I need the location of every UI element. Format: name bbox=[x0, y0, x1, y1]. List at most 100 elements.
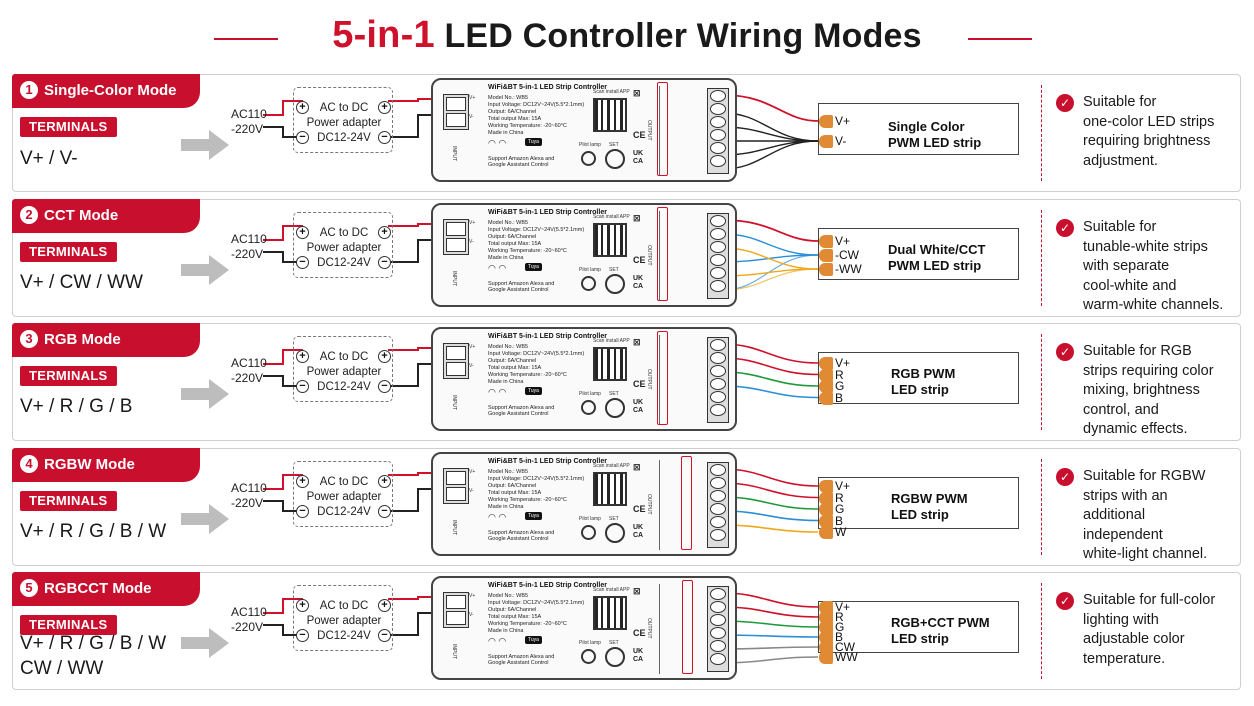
controller-made: Made in China bbox=[488, 255, 524, 261]
input-label: INPUT bbox=[451, 271, 457, 286]
strip-pin-label: G bbox=[835, 502, 845, 516]
set-button[interactable] bbox=[605, 398, 625, 418]
tuya-logo: Tuya bbox=[525, 387, 542, 395]
adapter-line1: AC to DC bbox=[319, 600, 369, 612]
separator bbox=[1041, 210, 1042, 306]
strip-pin-label: V+ bbox=[835, 479, 851, 493]
input-label: INPUT bbox=[451, 644, 457, 659]
output-channel-label bbox=[692, 460, 700, 550]
strip-name: RGB+CCT PWM LED strip bbox=[891, 615, 1026, 647]
controller-temp: Working Temperature: -20~60°C bbox=[488, 248, 567, 254]
terminals-badge: TERMINALS bbox=[20, 242, 117, 262]
mode-name: RGBW Mode bbox=[44, 456, 135, 473]
input-vplus-label: V+ bbox=[469, 95, 476, 101]
terminals-badge: TERMINALS bbox=[20, 615, 117, 635]
check-circle-icon: ✓ bbox=[1056, 592, 1074, 610]
description-line: one-color LED strips bbox=[1083, 113, 1215, 130]
output-channel-label bbox=[692, 86, 700, 176]
description-line: Suitable for full-color bbox=[1083, 592, 1216, 608]
controller-output: Output: 6A/Channel bbox=[488, 483, 537, 489]
input-terminal bbox=[443, 94, 469, 130]
controller-title: WiFi&BT 5-in-1 LED Strip Controller bbox=[488, 209, 607, 216]
strip-pin-label: V+ bbox=[835, 114, 851, 128]
description-line: warm-white channels. bbox=[1083, 297, 1224, 313]
controller-output: Output: 6A/Channel bbox=[488, 607, 537, 613]
description-line: independent bbox=[1083, 526, 1163, 543]
description-line: mixing, brightness bbox=[1083, 382, 1200, 398]
plus-icon: + bbox=[378, 475, 391, 488]
terminals-text: CW / WW bbox=[20, 658, 104, 679]
strip-pin-label: B bbox=[835, 630, 844, 644]
wifi-icon: ◠ ◠ bbox=[488, 636, 507, 646]
adapter-line2: Power adapter bbox=[306, 366, 382, 378]
weee-bin-icon: ⊠ bbox=[633, 586, 641, 596]
strip-pin-label: V+ bbox=[835, 356, 851, 370]
separator bbox=[1041, 459, 1042, 555]
minus-icon: − bbox=[378, 505, 391, 518]
qr-label: Scan install APP bbox=[593, 89, 630, 95]
tuya-logo: Tuya bbox=[525, 636, 542, 644]
strip-pin bbox=[819, 368, 833, 382]
led-strip bbox=[818, 103, 1019, 155]
strip-pin bbox=[819, 249, 833, 262]
highlight-frame bbox=[657, 82, 668, 176]
controller-input: Input Voltage: DC12V~24V(5.5*2.1mm) bbox=[488, 351, 585, 357]
set-button[interactable] bbox=[605, 647, 625, 667]
strip-pin-label: V+ bbox=[835, 234, 851, 248]
mode-number: 5 bbox=[20, 579, 38, 597]
pilot-lamp-label: Pilot lamp bbox=[579, 516, 601, 522]
description-line: white-light channel. bbox=[1083, 546, 1208, 562]
description-line: Suitable for RGB bbox=[1083, 343, 1192, 359]
tuya-logo: Tuya bbox=[525, 512, 542, 520]
adapter-line3: DC12-24V bbox=[317, 630, 371, 642]
arrow-right-icon bbox=[181, 504, 229, 534]
qr-label: Scan install APP bbox=[593, 463, 630, 469]
qr-code bbox=[593, 596, 627, 630]
strip-name-line2: LED strip bbox=[891, 631, 949, 646]
description-line: Suitable for RGBW bbox=[1083, 468, 1206, 484]
input-vplus-label: V+ bbox=[469, 220, 476, 226]
separator bbox=[1041, 583, 1042, 679]
strip-name: RGBW PWM LED strip bbox=[891, 491, 1026, 523]
controller-total: Total output Max: 15A bbox=[488, 116, 542, 122]
mode-number: 3 bbox=[20, 330, 38, 348]
led-strip bbox=[818, 228, 1019, 280]
output-labels bbox=[659, 211, 695, 301]
plus-icon: + bbox=[378, 599, 391, 612]
output-channel-label bbox=[692, 211, 700, 301]
strip-pin-label: B bbox=[835, 390, 844, 405]
minus-icon: − bbox=[378, 131, 391, 144]
set-button[interactable] bbox=[605, 274, 625, 294]
set-button[interactable] bbox=[605, 523, 625, 543]
ac-input-label: AC110 -220V bbox=[231, 356, 267, 386]
adapter-line3: DC12-24V bbox=[317, 132, 371, 144]
ce-mark: CE bbox=[633, 379, 646, 389]
input-terminal bbox=[443, 219, 469, 255]
ukca-mark: UK CA bbox=[633, 150, 644, 165]
strip-pin-label: -CW bbox=[835, 248, 859, 262]
led-controller: V+ V- INPUT WiFi&BT 5-in-1 LED Strip Con… bbox=[431, 452, 737, 556]
controller-model: Model No.: WB5 bbox=[488, 469, 529, 475]
strip-name-line1: RGB PWM bbox=[891, 366, 956, 381]
strip-pin bbox=[819, 651, 833, 664]
strip-pin-label: R bbox=[835, 610, 844, 624]
weee-bin-icon: ⊠ bbox=[633, 213, 641, 223]
set-label: SET bbox=[609, 142, 619, 148]
ac-label-line2: -220V bbox=[231, 247, 264, 261]
ac-label-line1: AC110 bbox=[231, 356, 267, 370]
controller-output: Output: 6A/Channel bbox=[488, 234, 537, 240]
input-terminal bbox=[443, 343, 469, 379]
check-circle-icon: ✓ bbox=[1056, 94, 1074, 112]
ac-input-label: AC110 -220V bbox=[231, 481, 267, 511]
wifi-icon: ◠ ◠ bbox=[488, 263, 507, 273]
controller-total: Total output Max: 15A bbox=[488, 241, 542, 247]
strip-pin bbox=[819, 480, 833, 493]
strip-pin bbox=[819, 514, 833, 528]
strip-name: Dual White/CCT PWM LED strip bbox=[888, 242, 1023, 274]
set-button[interactable] bbox=[605, 149, 625, 169]
description-line: additional bbox=[1083, 507, 1146, 523]
adapter-line3: DC12-24V bbox=[317, 381, 371, 393]
